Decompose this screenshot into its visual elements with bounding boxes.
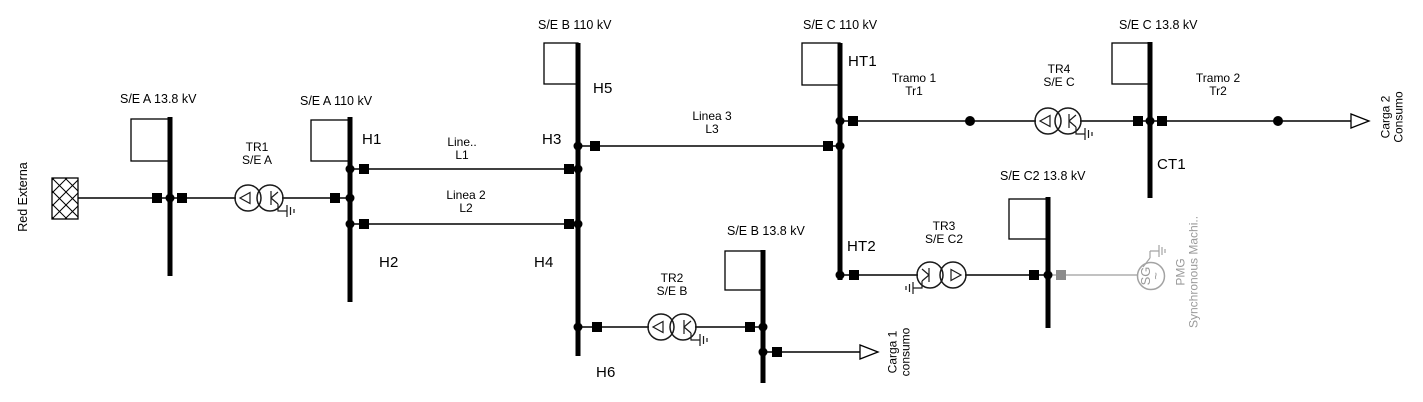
substation-frame-se-a-138	[130, 118, 171, 162]
bus-dot	[345, 219, 355, 229]
ground-symbol	[905, 281, 923, 294]
breaker-square[interactable]	[330, 193, 340, 203]
breaker-square-open-gray[interactable]	[1056, 270, 1066, 280]
breaker-square[interactable]	[359, 219, 369, 229]
terminal-label-h4: H4	[534, 254, 554, 271]
ground-symbol	[690, 333, 708, 346]
external-grid-symbol[interactable]	[13, 177, 119, 220]
terminal-label-h2: H2	[379, 254, 399, 271]
bus-label-se-a-138: S/E A 13.8 kV	[120, 92, 197, 106]
machine-sg-symbol[interactable]	[1136, 245, 1166, 291]
breaker-square[interactable]	[1029, 270, 1039, 280]
substation-frame-se-b-110	[543, 42, 579, 85]
junction-dot	[965, 116, 975, 126]
terminal-label-h3: H3	[542, 131, 562, 148]
bus-dot	[758, 322, 768, 332]
delta-winding-icon	[1038, 114, 1051, 128]
terminal-label-ht1: HT1	[848, 53, 877, 70]
machine-sg-text: SG~	[1138, 266, 1163, 286]
delta-winding-icon	[238, 191, 251, 205]
terminal-label-h5: H5	[593, 80, 613, 97]
breaker-square[interactable]	[590, 141, 600, 151]
bus-dot	[345, 164, 355, 174]
terminal-label-h6: H6	[596, 364, 616, 381]
breaker-square[interactable]	[1133, 116, 1143, 126]
external-grid-label: Red Externa	[15, 162, 30, 232]
bus-dot	[1145, 116, 1155, 126]
breaker-square[interactable]	[823, 141, 833, 151]
transformer-tr3[interactable]	[905, 261, 967, 294]
bus-dot	[165, 193, 175, 203]
load-carga2-arrow[interactable]	[1350, 113, 1371, 129]
terminal-label-ct1: CT1	[1157, 156, 1186, 173]
transformer-tr2[interactable]	[647, 313, 708, 346]
wye-winding-icon	[1068, 114, 1077, 128]
bus-label-se-a-110: S/E A 110 kV	[300, 94, 373, 108]
delta-winding-icon	[651, 320, 664, 334]
bus-dot	[835, 270, 845, 280]
breaker-square[interactable]	[849, 270, 859, 280]
substation-frame-se-c-110	[801, 42, 841, 86]
bus-label-se-b-110: S/E B 110 kV	[538, 18, 612, 32]
junction-dot	[1273, 116, 1283, 126]
bus-dot	[758, 347, 768, 357]
breaker-square[interactable]	[848, 116, 858, 126]
terminal-label-ht2: HT2	[847, 238, 876, 255]
ground-symbol	[1075, 127, 1093, 140]
breaker-square[interactable]	[177, 193, 187, 203]
wye-winding-icon	[921, 268, 930, 282]
bus-label-se-c-110: S/E C 110 kV	[803, 18, 878, 32]
bus-label-se-c-138: S/E C 13.8 kV	[1119, 18, 1198, 32]
terminal-label-h1: H1	[362, 131, 382, 148]
bus-dot	[573, 141, 583, 151]
wye-winding-icon	[270, 191, 279, 205]
wye-winding-icon	[683, 320, 692, 334]
substation-frame-se-a-110	[310, 119, 351, 162]
breaker-square[interactable]	[772, 347, 782, 357]
delta-winding-icon	[950, 268, 963, 282]
transformer-tr1[interactable]	[234, 184, 295, 217]
breaker-square[interactable]	[359, 164, 369, 174]
bus-dot	[1043, 270, 1053, 280]
breaker-square[interactable]	[592, 322, 602, 332]
substation-frame-se-c2-138	[1008, 198, 1049, 240]
bus-dot	[835, 141, 845, 151]
ground-symbol	[277, 204, 295, 217]
load-carga1-arrow[interactable]	[859, 344, 880, 360]
bus-dot	[835, 116, 845, 126]
ground-symbol	[1142, 245, 1166, 268]
substation-frame-se-c-138	[1111, 42, 1151, 85]
bus-label-se-c2-138: S/E C2 13.8 kV	[1000, 169, 1086, 183]
substation-frame-se-b-138	[724, 250, 764, 291]
line-label-l1: Line..L1	[447, 135, 477, 162]
bus-dot	[573, 219, 583, 229]
bus-dot	[573, 164, 583, 174]
breaker-square[interactable]	[152, 193, 162, 203]
bus-dot	[345, 193, 355, 203]
breaker-square[interactable]	[564, 219, 574, 229]
bus-label-se-b-138: S/E B 13.8 kV	[727, 224, 805, 238]
breaker-square[interactable]	[1157, 116, 1167, 126]
bus-dot	[573, 322, 583, 332]
crosshatch-pattern	[52, 178, 78, 219]
breaker-square[interactable]	[745, 322, 755, 332]
transformer-tr4[interactable]	[1034, 107, 1093, 140]
breaker-square[interactable]	[564, 164, 574, 174]
